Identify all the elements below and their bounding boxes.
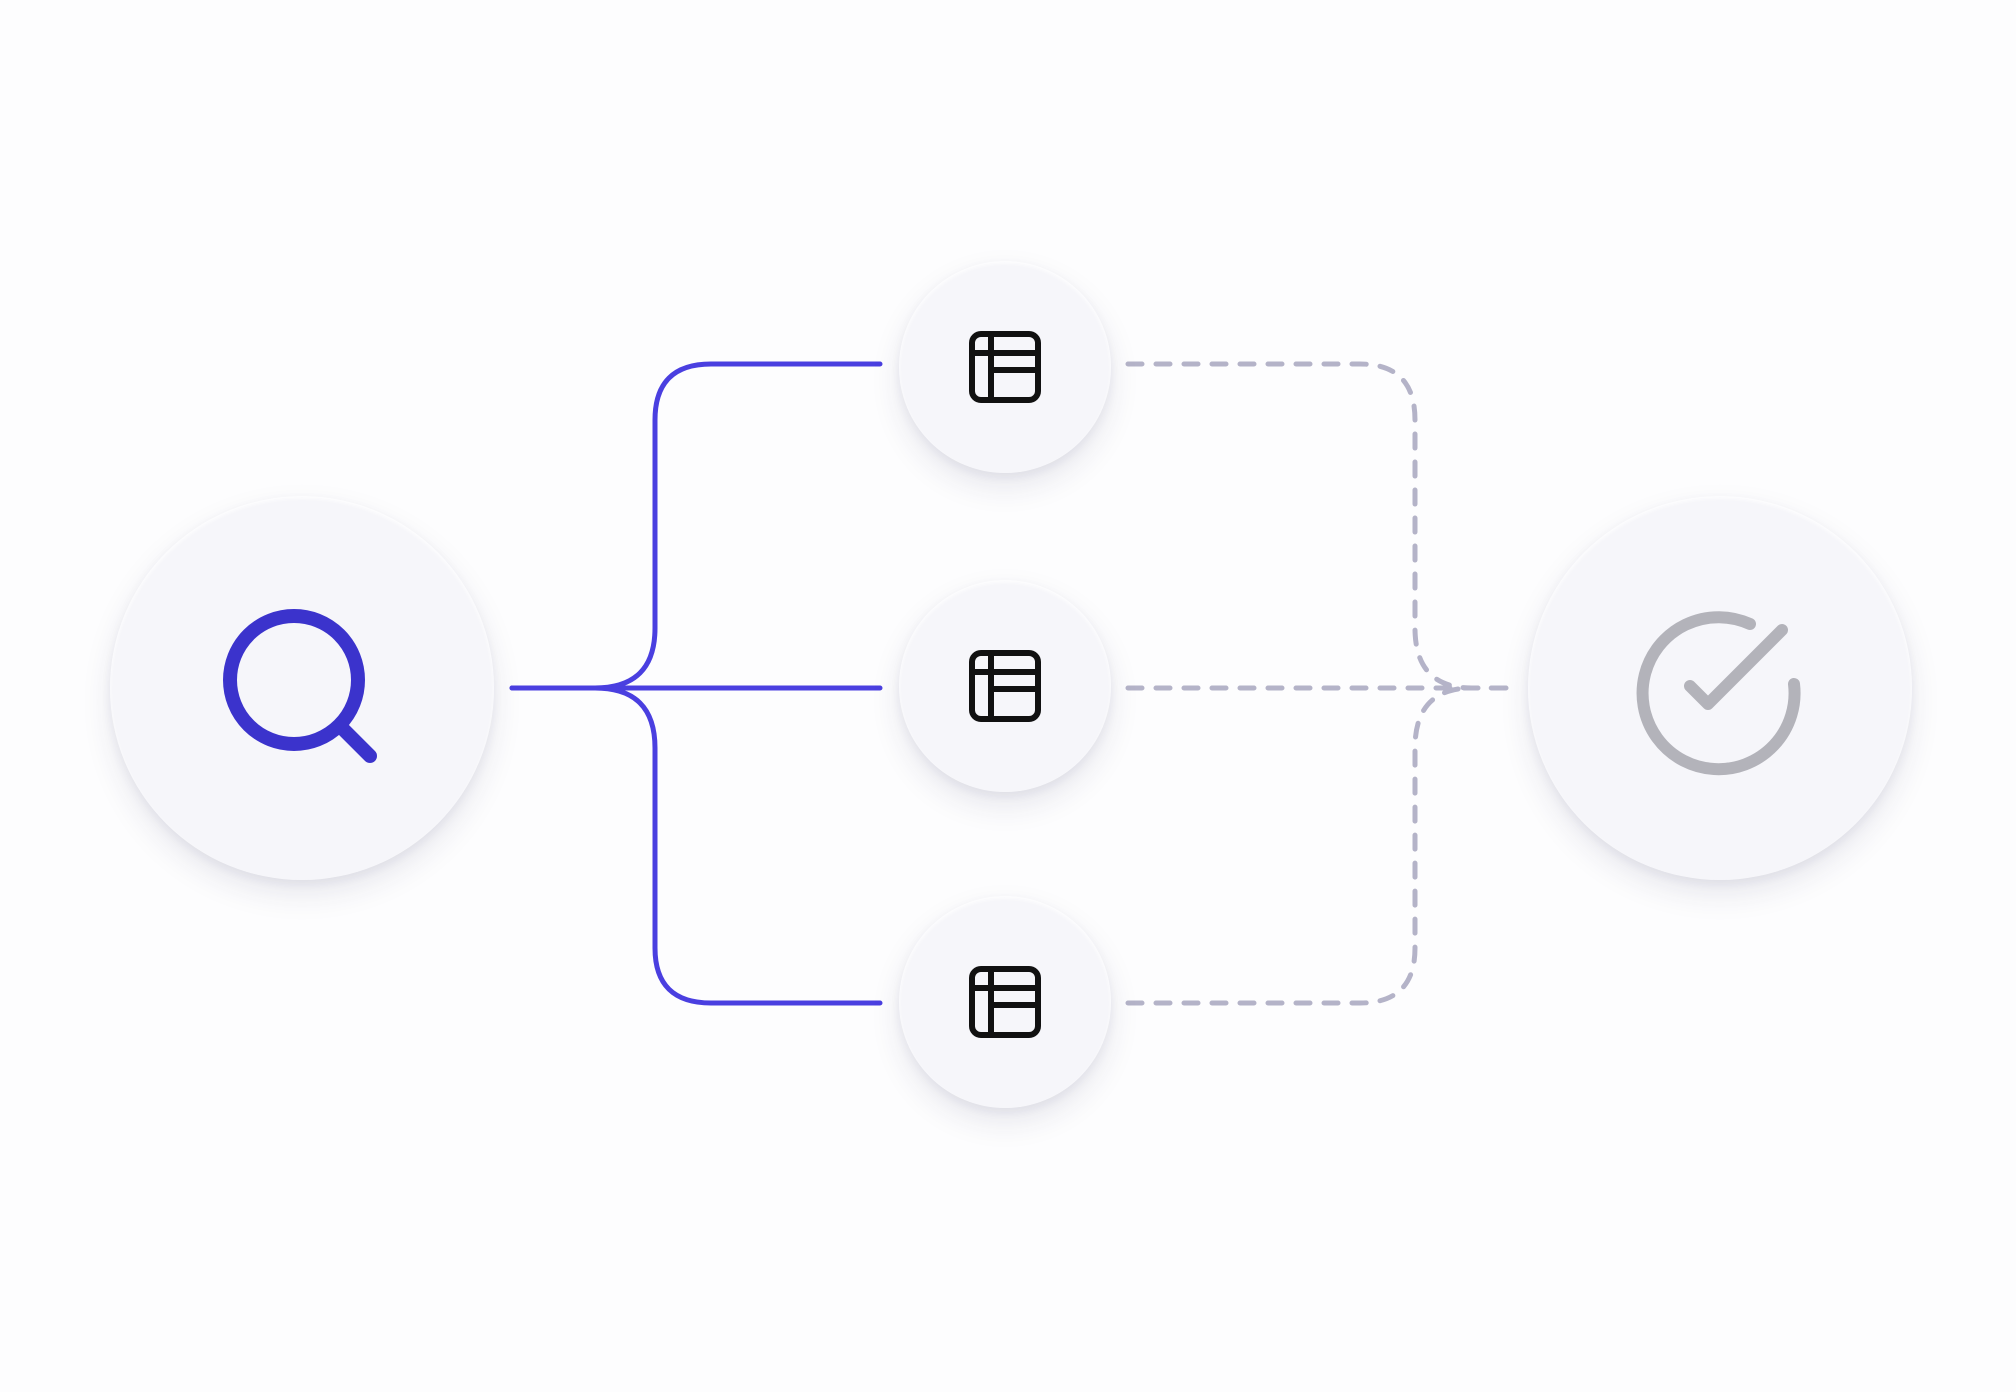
connector-table-1-to-done — [1125, 361, 1515, 691]
table-icon — [969, 650, 1041, 722]
table-node-1[interactable] — [899, 261, 1111, 473]
table-icon — [969, 966, 1041, 1038]
check-circle-icon — [1636, 611, 1801, 776]
connector-search-to-table-3 — [592, 685, 883, 1006]
table-node-3[interactable] — [899, 896, 1111, 1108]
connector-table-3-to-done — [1125, 685, 1475, 1006]
table-icon — [969, 331, 1041, 403]
table-node-2[interactable] — [899, 580, 1111, 792]
search-icon — [223, 609, 377, 763]
connector-search-to-table-1 — [509, 361, 883, 691]
search-node[interactable] — [110, 496, 494, 880]
done-node[interactable] — [1528, 496, 1912, 880]
